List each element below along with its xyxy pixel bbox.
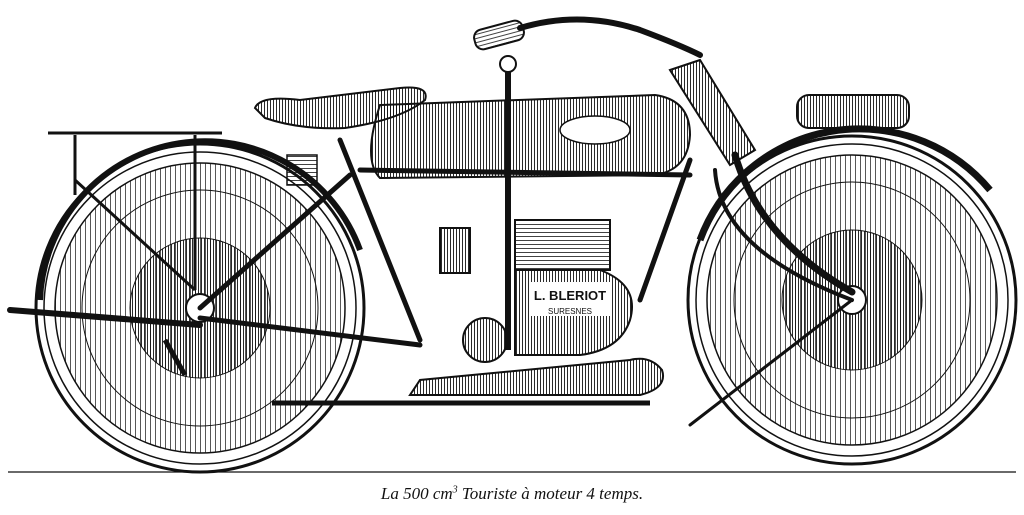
engine: L. BLERIOT SURESNES: [408, 219, 664, 396]
saddle-spring: [286, 154, 318, 186]
front-lamp: [796, 94, 910, 129]
stand: [162, 338, 188, 377]
front-fork: [668, 58, 856, 427]
luggage-rack: [48, 131, 222, 292]
handlebar: [473, 16, 703, 58]
engine-maker-lettering: L. BLERIOT: [534, 288, 606, 303]
caption-superscript: 3: [452, 484, 458, 496]
fuel-tank: [370, 93, 692, 180]
caption: La 500 cm3 Touriste à moteur 4 temps.: [0, 484, 1024, 504]
front-wheel: [686, 125, 1018, 466]
caption-prefix: La 500 cm: [380, 484, 453, 503]
motorcycle-engraving: L. BLERIOT SURESNES: [7, 16, 1018, 474]
engine-town-lettering: SURESNES: [548, 307, 592, 316]
tank-emblem: [559, 115, 631, 145]
caption-suffix: Touriste à moteur 4 temps.: [457, 484, 644, 503]
